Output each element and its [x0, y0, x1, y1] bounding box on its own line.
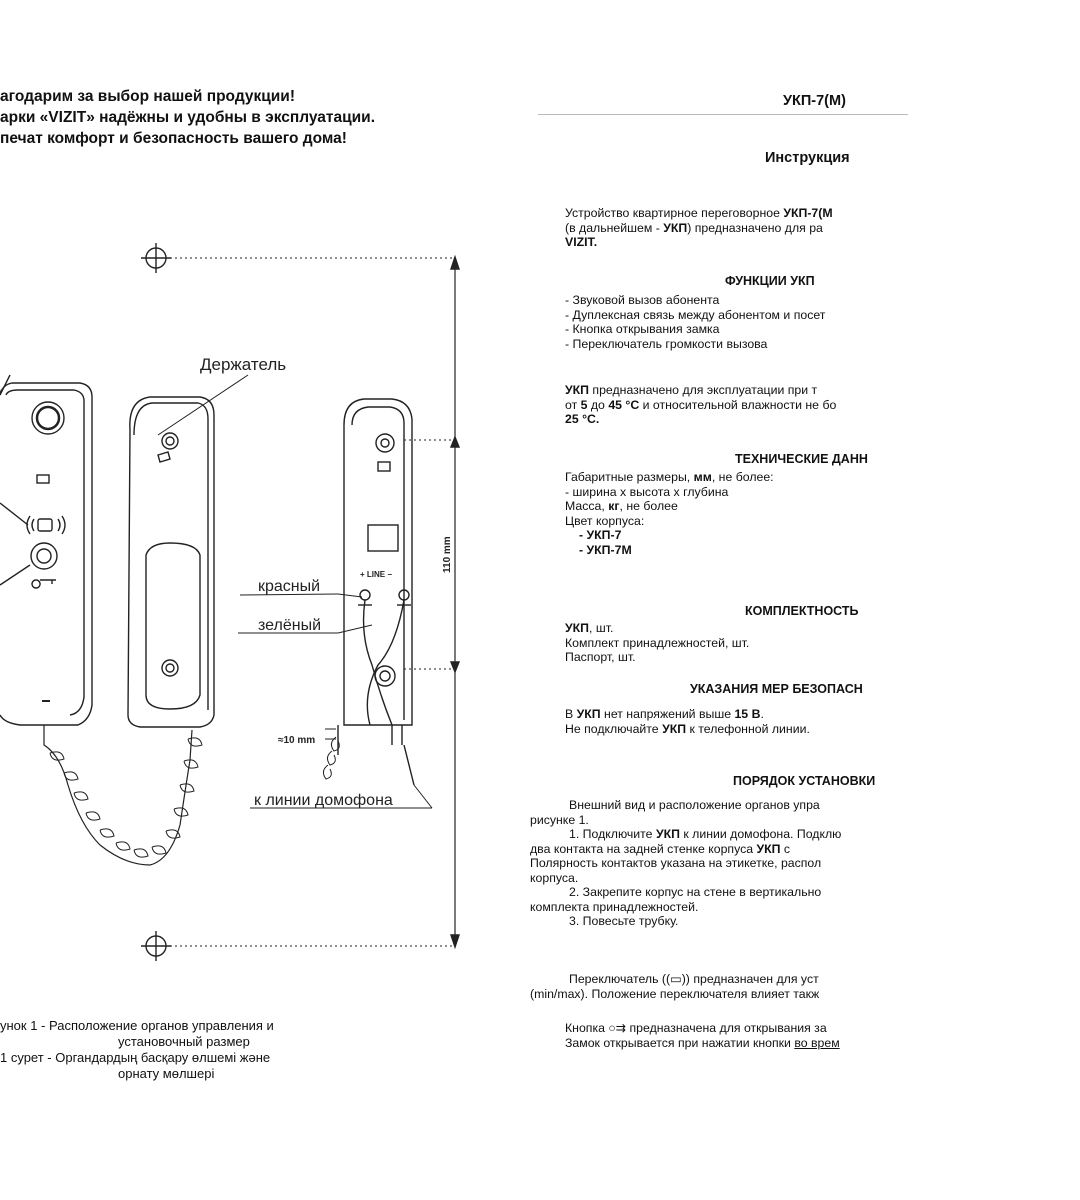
base-unit-front-drawing: [127, 374, 249, 728]
greeting-text: агодарим за выбор нашей продукции! арки …: [0, 86, 375, 149]
page-title: Инструкция: [765, 150, 850, 166]
figure-1-diagram: Держатель красный зелёный к линии домофо…: [0, 243, 461, 961]
tech-heading: ТЕХНИЧЕСКИЕ ДАНН: [735, 452, 868, 466]
install-heading: ПОРЯДОК УСТАНОВКИ: [733, 774, 876, 788]
label-red-wire: красный: [258, 578, 320, 595]
tech-specs: Габаритные размеры, мм, не более: - шири…: [565, 470, 774, 557]
functions-list: - Звуковой вызов абонента - Дуплексная с…: [565, 293, 900, 351]
label-holder: Держатель: [200, 355, 286, 374]
caption-kz-line-2: орнату мөлшері: [118, 1066, 215, 1081]
kit-list: УКП, шт. Комплект принадлежностей, шт. П…: [565, 621, 750, 664]
kit-heading: КОМПЛЕКТНОСТЬ: [745, 604, 859, 618]
model-heading: УКП-7(М): [783, 93, 846, 109]
list-item: - Дуплексная связь между абонентом и пос…: [565, 307, 826, 322]
list-item: - Кнопка открывания замка: [565, 322, 720, 336]
greeting-line-2: арки «VIZIT» надёжны и удобны в эксплуат…: [0, 109, 376, 126]
crosshair-top-icon: [141, 243, 171, 273]
figure-caption: унок 1 - Расположение органов управления…: [0, 1018, 274, 1082]
greeting-line-3: печат комфорт и безопасность вашего дома…: [0, 130, 347, 147]
list-item: - Звуковой вызов абонента: [565, 293, 720, 307]
install-steps: Внешний вид и расположение органов упра …: [530, 798, 842, 928]
label-green-wire: зелёный: [258, 617, 321, 634]
label-10mm: ≈10 mm: [278, 735, 315, 746]
usage-paragraph: УКП предназначено для эксплуатации при т…: [565, 383, 837, 426]
caption-ru-line-1: унок 1 - Расположение органов управления…: [0, 1018, 274, 1033]
crosshair-bottom-icon: [141, 931, 171, 961]
caption-kz-line-1: 1 сурет - Органдардың басқару өлшемі жән…: [0, 1050, 271, 1065]
label-intercom-line: к линии домофона: [254, 792, 393, 809]
intro-paragraph: Устройство квартирное переговорное УКП-7…: [565, 206, 833, 249]
safety-heading: УКАЗАНИЯ МЕР БЕЗОПАСН: [690, 682, 863, 696]
label-110mm: 110 mm: [442, 536, 453, 573]
label-plus-line: + LINE −: [360, 570, 392, 579]
header-divider: [538, 114, 908, 115]
caption-ru-line-2: установочный размер: [118, 1034, 250, 1049]
button-paragraph: Кнопка ○⇉ предназначена для открывания з…: [565, 1021, 840, 1050]
key-icon: ○⇉: [608, 1021, 627, 1035]
handset-drawing: [0, 374, 93, 726]
volume-switch-icon: ((▭)): [661, 972, 690, 986]
greeting-line-1: агодарим за выбор нашей продукции!: [0, 88, 295, 105]
functions-heading: ФУНКЦИИ УКП: [725, 274, 815, 288]
switch-paragraph: Переключатель ((▭)) предназначен для уст…: [530, 972, 820, 1001]
handset-cord: [43, 725, 193, 866]
safety-text: В УКП нет напряжений выше 15 В. Не подкл…: [565, 707, 810, 736]
instruction-column: УКП-7(М) Инструкция Устройство квартирно…: [530, 88, 908, 1088]
base-unit-back-drawing: [343, 398, 461, 786]
list-item: - Переключатель громкости вызова: [565, 336, 768, 351]
